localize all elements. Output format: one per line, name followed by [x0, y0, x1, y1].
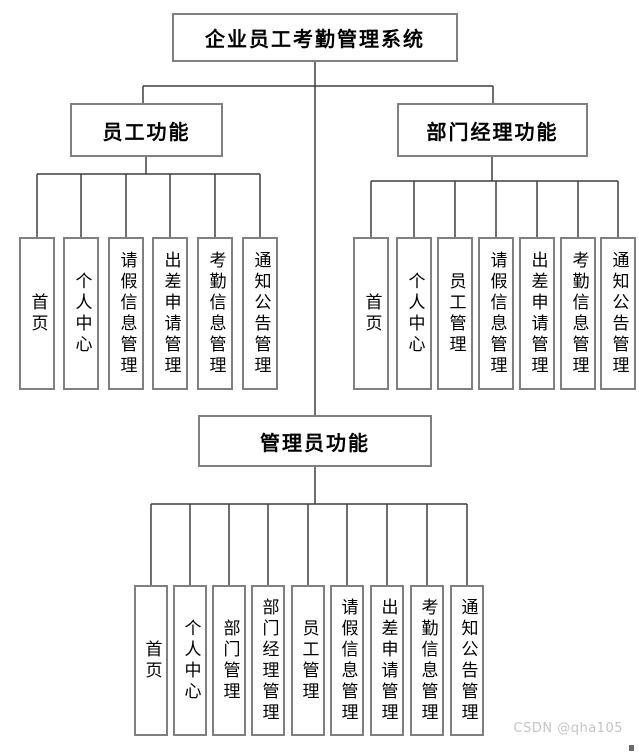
node-admin-leave-info-mgmt: 请假信息管理: [330, 585, 364, 736]
node-label: 首页: [361, 292, 382, 335]
node-label: 请假信息管理: [337, 597, 358, 724]
node-label: 出差申请管理: [160, 250, 181, 377]
node-label: 请假信息管理: [116, 250, 137, 377]
corner-artifact: [629, 745, 634, 751]
node-label: 通知公告管理: [457, 597, 478, 724]
node-label: 个人中心: [180, 618, 201, 703]
node-admin-home: 首页: [134, 585, 168, 736]
node-label: 出差申请管理: [377, 597, 398, 724]
node-admin-business-trip-mgmt: 出差申请管理: [370, 585, 404, 736]
node-employee-home: 首页: [19, 237, 55, 390]
node-label: 员工管理: [445, 271, 466, 356]
node-manager-employee-mgmt: 员工管理: [437, 237, 473, 390]
node-label: 部门经理管理: [258, 597, 279, 724]
node-label: 首页: [27, 292, 48, 335]
node-root-title: 企业员工考勤管理系统: [172, 13, 458, 62]
node-label: 首页: [141, 639, 162, 682]
node-manager-attendance-info-mgmt: 考勤信息管理: [560, 237, 596, 390]
node-label: 个人中心: [71, 271, 92, 356]
node-label: 出差申请管理: [527, 250, 548, 377]
node-label: 考勤信息管理: [205, 250, 226, 377]
node-label: 部门管理: [219, 618, 240, 703]
node-label: 通知公告管理: [608, 250, 629, 377]
node-employee-attendance-info-mgmt: 考勤信息管理: [197, 237, 233, 390]
node-manager-notice-mgmt: 通知公告管理: [600, 237, 636, 390]
node-label: 通知公告管理: [250, 250, 271, 377]
node-label: 请假信息管理: [486, 250, 507, 377]
node-admin-functions: 管理员功能: [198, 415, 432, 467]
node-employee-notice-mgmt: 通知公告管理: [242, 237, 278, 390]
node-employee-business-trip-mgmt: 出差申请管理: [152, 237, 188, 390]
node-employee-leave-info-mgmt: 请假信息管理: [108, 237, 144, 390]
node-admin-personal-center: 个人中心: [173, 585, 207, 736]
node-label: 个人中心: [404, 271, 425, 356]
node-dept-manager-functions: 部门经理功能: [397, 103, 588, 157]
node-manager-home: 首页: [353, 237, 389, 390]
node-employee-functions: 员工功能: [70, 103, 223, 157]
node-manager-personal-center: 个人中心: [396, 237, 432, 390]
node-admin-notice-mgmt: 通知公告管理: [450, 585, 484, 736]
node-admin-attendance-info-mgmt: 考勤信息管理: [410, 585, 444, 736]
node-admin-dept-manager-mgmt: 部门经理管理: [251, 585, 285, 736]
node-manager-leave-info-mgmt: 请假信息管理: [478, 237, 514, 390]
node-admin-employee-mgmt: 员工管理: [291, 585, 325, 736]
node-manager-business-trip-mgmt: 出差申请管理: [519, 237, 555, 390]
node-label: 员工管理: [298, 618, 319, 703]
csdn-watermark: CSDN @qha105: [513, 721, 623, 736]
node-label: 考勤信息管理: [417, 597, 438, 724]
node-employee-personal-center: 个人中心: [63, 237, 99, 390]
node-admin-dept-mgmt: 部门管理: [212, 585, 246, 736]
node-label: 考勤信息管理: [568, 250, 589, 377]
